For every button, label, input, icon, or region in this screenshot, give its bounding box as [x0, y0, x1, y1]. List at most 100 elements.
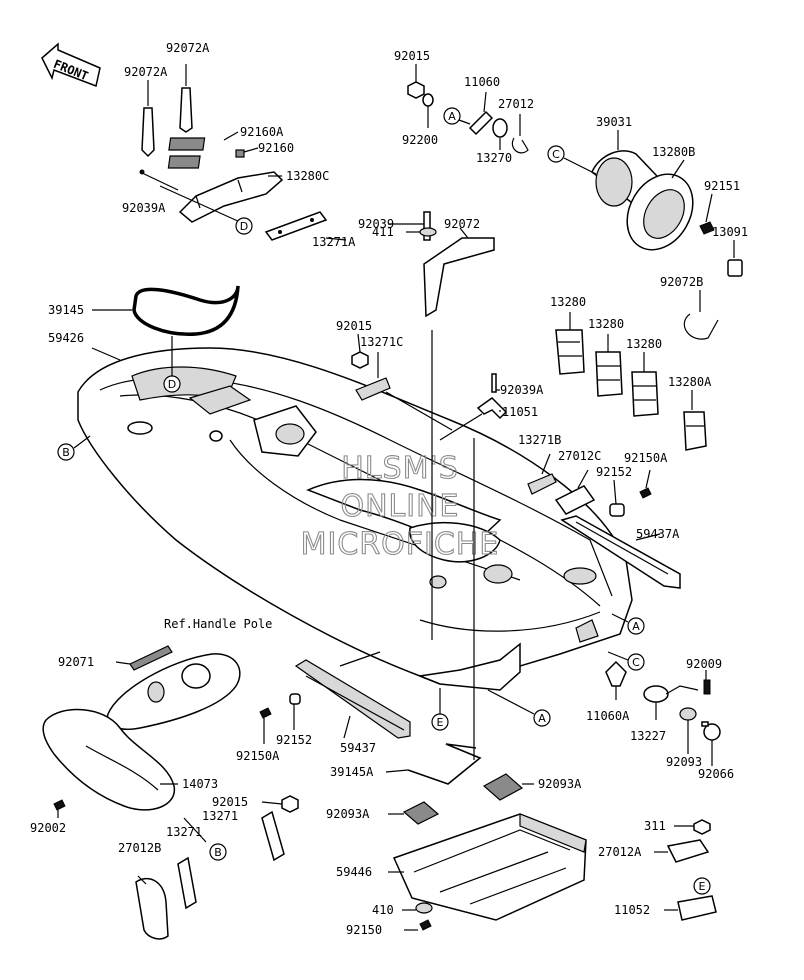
watermark: HLSM'S ONLINE MICROFICHE [300, 450, 500, 562]
callout-b-left: B [57, 435, 91, 461]
watermark-line-3: MICROFICHE [301, 527, 500, 562]
svg-text:A: A [538, 712, 546, 725]
label-311: 311 [644, 819, 666, 833]
label-27012B: 27012B [118, 841, 161, 855]
callout-e-bottom: E [693, 877, 711, 895]
label-11051: 11051 [502, 405, 538, 419]
label-92093: 92093 [666, 755, 702, 769]
label-92039: 92039 [358, 217, 394, 231]
label-59426: 59426 [48, 331, 84, 345]
label-92152-l: 92152 [276, 733, 312, 747]
callout-d-top: D [235, 217, 253, 235]
label-14073: 14073 [182, 777, 218, 791]
label-92072A-left: 92072A [124, 65, 168, 79]
label-92150A-r: 92150A [624, 451, 668, 465]
plate-59446 [388, 813, 587, 921]
bolt-92015-mid [351, 333, 369, 369]
clip-92039A-mid [491, 373, 500, 393]
label-13280C: 13280C [286, 169, 329, 183]
plate-13271-a [261, 810, 285, 862]
callout-a-bottom: A [487, 689, 551, 727]
bolt-92002 [53, 799, 66, 818]
label-92160A: 92160A [240, 125, 284, 139]
clip-92039A-left [139, 169, 179, 191]
label-92093A-r: 92093A [538, 777, 582, 791]
callout-e-mid: E [431, 688, 449, 731]
washer-92093 [679, 707, 697, 754]
svg-text:C: C [632, 656, 640, 669]
label-13280A: 13280A [668, 375, 712, 389]
cover-14073 [42, 708, 178, 811]
watermark-line-1: HLSM'S [341, 451, 459, 486]
callout-c-right: C [607, 651, 645, 671]
svg-text:A: A [448, 110, 456, 123]
spacer-92152-l [289, 693, 301, 730]
clamp-27012C [554, 469, 596, 515]
label-92093A-l: 92093A [326, 807, 370, 821]
plate-13271B [527, 453, 557, 495]
nut-311 [674, 819, 711, 835]
label-11060: 11060 [464, 75, 500, 89]
svg-text:A: A [632, 620, 640, 633]
label-92150A-l: 92150A [236, 749, 280, 763]
label-92072A-top: 92072A [166, 41, 210, 55]
svg-text:B: B [214, 846, 222, 859]
rail-59437 [294, 651, 411, 739]
screw-92009 [703, 670, 711, 695]
callout-d-mid: D [163, 336, 181, 393]
pin-92039 [388, 211, 431, 241]
label-39145: 39145 [48, 303, 84, 317]
label-13271-b: 13271 [166, 825, 202, 839]
watermark-line-2: ONLINE [340, 489, 459, 524]
label-27012: 27012 [498, 97, 534, 111]
label-92072: 92072 [444, 217, 480, 231]
washer-92200 [422, 93, 434, 128]
label-92039A-left: 92039A [122, 201, 166, 215]
label-92015-bot: 92015 [212, 795, 248, 809]
callout-a-right: A [611, 613, 645, 635]
screw-92151 [699, 193, 715, 235]
label-92152-r: 92152 [596, 465, 632, 479]
ring-13280B [626, 159, 694, 251]
label-13280-3: 13280 [626, 337, 662, 351]
plate-13270 [492, 118, 508, 150]
decal-92160 [235, 147, 259, 158]
part-labels: 92072A 92072A 92160A 92160 13280C 92039A… [30, 41, 748, 937]
label-59446: 59446 [336, 865, 372, 879]
label-27012A: 27012A [598, 845, 642, 859]
callout-c-top: C [547, 145, 597, 175]
bolt-92150 [404, 919, 432, 931]
bolt-92150A-r [639, 469, 652, 499]
label-13280-2: 13280 [588, 317, 624, 331]
bolt-92150A-l [259, 707, 272, 744]
tube-92072 [423, 227, 495, 318]
label-13271B: 13271B [518, 433, 561, 447]
callout-b-bottom: B [209, 843, 227, 861]
label-410: 410 [372, 903, 394, 917]
clip-13280-2 [595, 334, 623, 397]
washer-411 [406, 227, 437, 237]
label-92072B: 92072B [660, 275, 703, 289]
label-92015-mid: 92015 [336, 319, 372, 333]
svg-text:E: E [699, 880, 706, 893]
label-92066: 92066 [698, 767, 734, 781]
label-13227: 13227 [630, 729, 666, 743]
label-39145A: 39145A [330, 765, 374, 779]
clamp-27012A [654, 839, 710, 863]
hull-59426 [77, 347, 633, 691]
bracket-11052 [664, 895, 717, 921]
label-92002: 92002 [30, 821, 66, 835]
clamp-27012 [511, 114, 529, 154]
svg-text:E: E [437, 716, 444, 729]
clip-13280-1 [555, 312, 585, 375]
svg-text:D: D [168, 378, 176, 391]
seal-39145 [92, 285, 240, 336]
callout-a-top: A [443, 107, 461, 125]
plate-13271C [355, 352, 391, 401]
grip-92071 [115, 645, 173, 671]
label-13280-1: 13280 [550, 295, 586, 309]
bolt-92015-top [407, 64, 425, 99]
mount-handle-pole [106, 653, 241, 730]
svg-text:C: C [552, 148, 560, 161]
